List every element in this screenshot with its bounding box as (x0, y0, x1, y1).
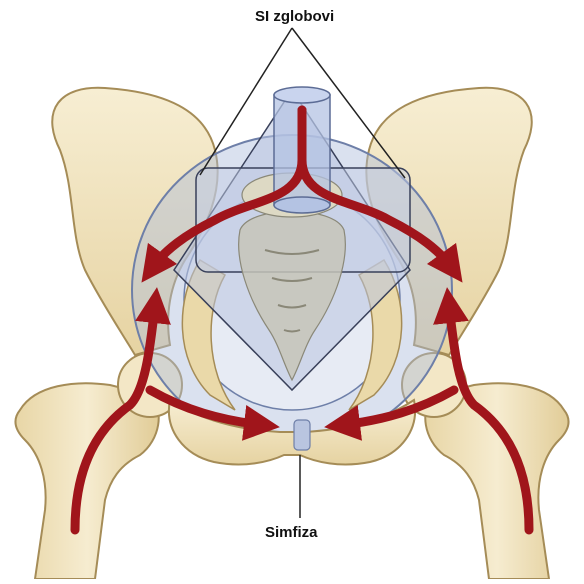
spinal-column-top (274, 87, 330, 103)
symphysis-label: Simfiza (265, 524, 318, 541)
spinal-column-base (274, 197, 330, 213)
si-joints-label: SI zglobovi (255, 8, 334, 25)
symphysis (294, 420, 310, 450)
